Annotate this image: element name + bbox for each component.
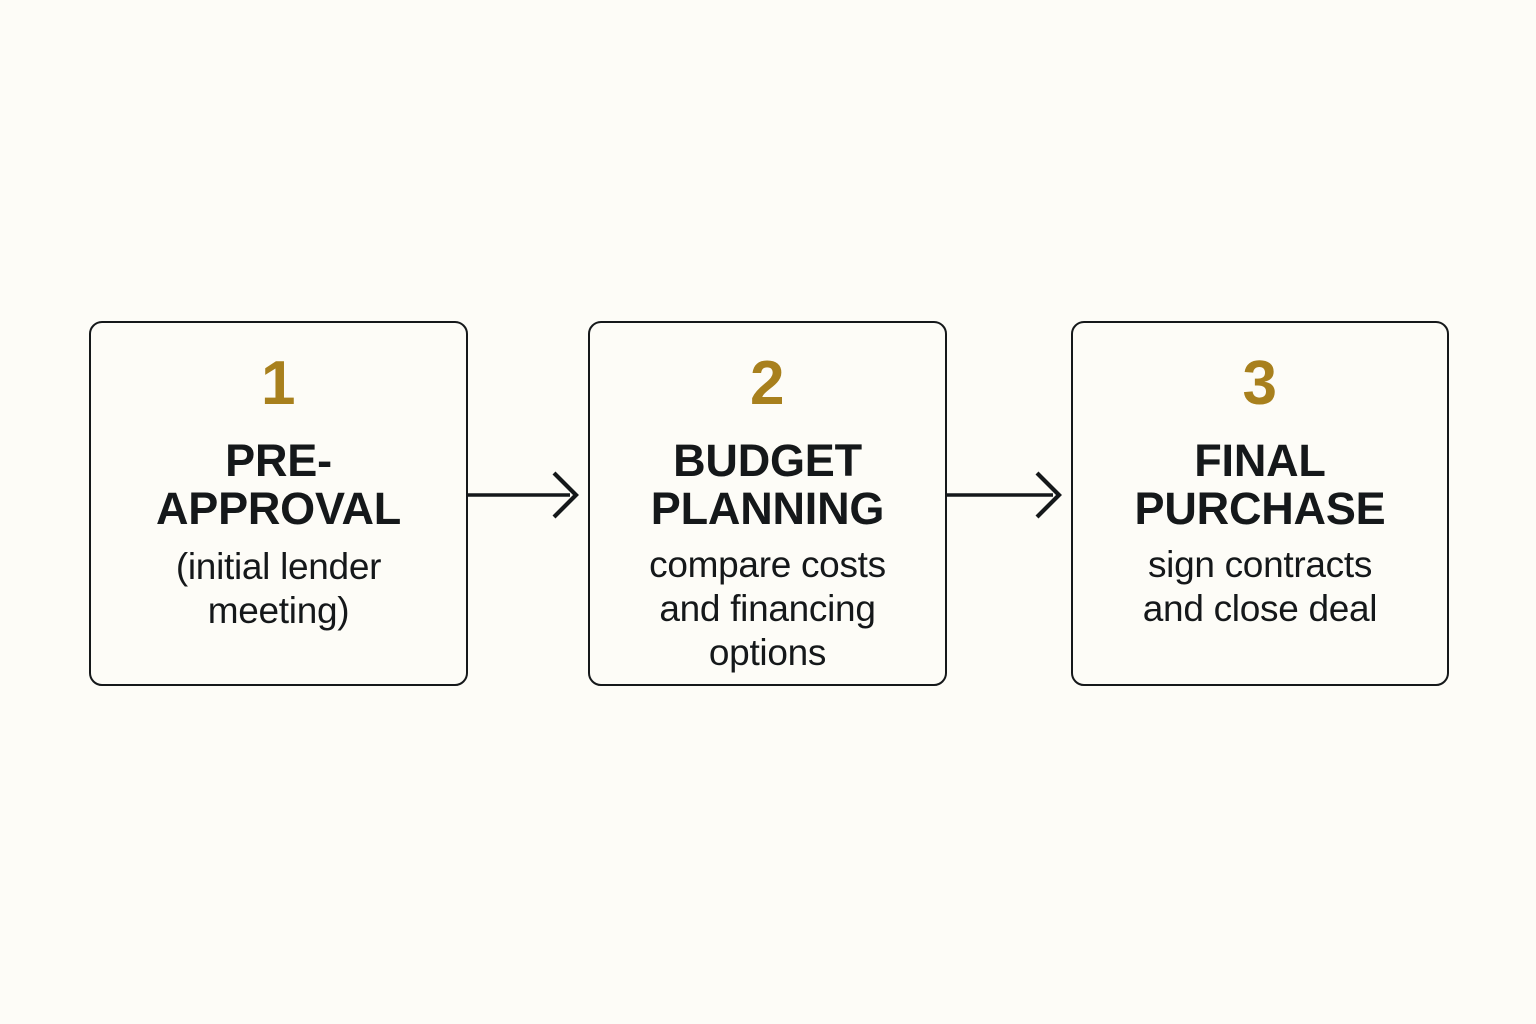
step-description-2: compare costs and financing options xyxy=(649,544,886,673)
step-description-1: (initial lender meeting) xyxy=(175,546,382,631)
step-card-1[interactable]: 1 PRE- APPROVAL (initial lender meeting) xyxy=(89,321,468,686)
step-card-3[interactable]: 3 FINAL PURCHASE sign contracts and clos… xyxy=(1071,321,1449,686)
step-card-2[interactable]: 2 BUDGET PLANNING compare costs and fina… xyxy=(588,321,947,686)
arrow-right-icon-1 xyxy=(466,465,590,529)
arrow-right-icon-2 xyxy=(945,465,1073,529)
step-number-2: 2 xyxy=(750,349,785,418)
step-title-2: BUDGET PLANNING xyxy=(650,435,885,535)
step-number-1: 1 xyxy=(261,349,296,418)
step-title-1: PRE- APPROVAL xyxy=(155,435,402,535)
step-title-3: FINAL PURCHASE xyxy=(1134,435,1386,535)
step-description-3: sign contracts and close deal xyxy=(1142,544,1378,629)
step-number-3: 3 xyxy=(1242,349,1278,418)
